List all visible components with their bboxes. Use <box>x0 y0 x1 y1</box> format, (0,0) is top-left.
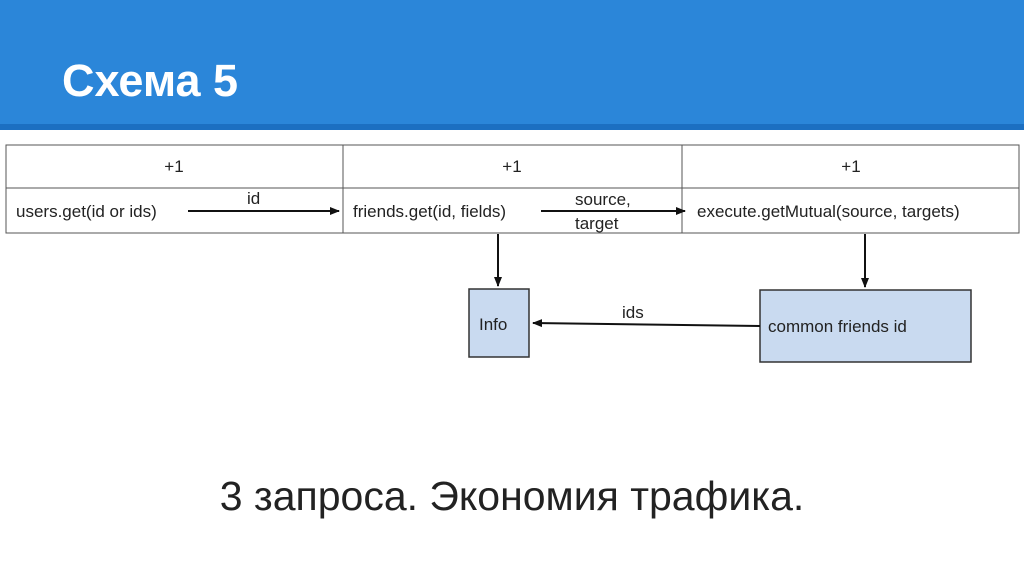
common-friends-box-label: common friends id <box>768 317 907 336</box>
slide-summary: 3 запроса. Экономия трафика. <box>219 473 805 519</box>
cell-users-get: users.get(id or ids) <box>16 202 157 221</box>
info-box-label: Info <box>479 315 507 334</box>
info-box <box>468 288 530 358</box>
label-source: source, <box>575 190 631 209</box>
header-cell-execute: +1 <box>841 157 860 176</box>
label-ids: ids <box>622 303 644 322</box>
header-shadow <box>0 124 1024 130</box>
api-table: +1 +1 +1 users.get(id or ids) friends.ge… <box>5 144 1020 234</box>
slide-header <box>0 0 1024 124</box>
cell-friends-get: friends.get(id, fields) <box>353 202 506 221</box>
table-border <box>5 144 1020 234</box>
arrow-common-to-info <box>532 319 761 328</box>
cell-execute-get-mutual: execute.getMutual(source, targets) <box>697 202 960 221</box>
header-cell-friends: +1 <box>502 157 521 176</box>
slide-title: Схема 5 <box>62 55 239 106</box>
header-cell-users: +1 <box>164 157 183 176</box>
common-friends-box <box>759 289 972 363</box>
label-target: target <box>575 214 619 233</box>
label-id: id <box>247 189 260 208</box>
